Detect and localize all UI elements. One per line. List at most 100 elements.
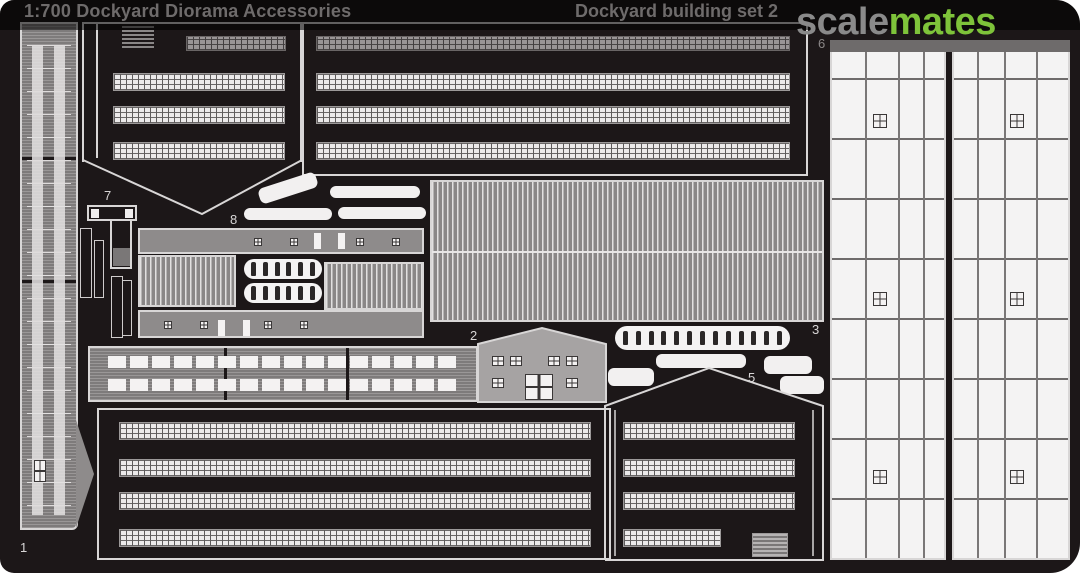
window-row <box>108 379 460 391</box>
window-strip <box>119 529 591 547</box>
part-1-windows <box>27 45 71 515</box>
window <box>264 321 272 329</box>
bar-part <box>338 207 426 219</box>
figure <box>699 331 705 345</box>
window <box>492 356 504 366</box>
window-strip <box>316 106 790 124</box>
window <box>290 238 298 246</box>
figure <box>251 262 257 276</box>
part-number-6: 6 <box>818 36 826 51</box>
product-subtitle: Dockyard building set 2 <box>575 1 779 21</box>
door <box>218 320 225 336</box>
part-2-long-building <box>88 346 478 402</box>
part-7-ladder <box>94 240 104 298</box>
window <box>566 356 578 366</box>
garage-door <box>752 533 788 557</box>
figure <box>286 262 292 276</box>
panel-vent <box>873 292 887 306</box>
figure <box>764 331 770 345</box>
separator <box>346 348 349 400</box>
bar-part <box>780 376 824 394</box>
window <box>254 238 262 246</box>
figures-row <box>244 283 322 303</box>
figure <box>297 286 303 300</box>
part-1-gable <box>76 420 94 528</box>
window-strip <box>119 422 591 440</box>
figure <box>274 286 280 300</box>
figure <box>309 286 315 300</box>
bar-part <box>244 208 332 220</box>
figure <box>712 331 718 345</box>
top-left-frame-v-bottom <box>82 159 303 216</box>
figure <box>648 331 654 345</box>
window <box>548 356 560 366</box>
figure <box>738 331 744 345</box>
bar-part <box>608 368 654 386</box>
door <box>243 320 250 336</box>
window <box>200 321 208 329</box>
window-strip <box>623 492 795 510</box>
window-strip <box>119 492 591 510</box>
window <box>356 238 364 246</box>
figure <box>262 262 268 276</box>
door <box>338 233 345 249</box>
part-7-ladder <box>122 280 132 336</box>
figure <box>751 331 757 345</box>
bar-part <box>330 186 420 198</box>
part-7-crane-base <box>113 248 130 266</box>
panel-vent <box>873 470 887 484</box>
window-strip <box>316 36 790 51</box>
part-8-wall-top <box>138 228 424 254</box>
window <box>566 378 578 388</box>
stair-grille <box>122 26 154 48</box>
figure <box>687 331 693 345</box>
part-number-7: 7 <box>104 188 112 203</box>
part-7-ladder <box>80 228 92 298</box>
figure <box>262 286 268 300</box>
bottom-right-frame-gable <box>604 366 824 561</box>
crane-block <box>125 209 133 218</box>
figures-row <box>244 259 322 279</box>
window-row <box>108 356 460 368</box>
window-strip <box>119 459 591 477</box>
window-strip <box>623 422 795 440</box>
window-strip <box>113 73 285 91</box>
figure <box>251 286 257 300</box>
window-strip <box>113 106 285 124</box>
window <box>510 356 522 366</box>
window-strip <box>623 459 795 477</box>
panel-divider <box>946 40 952 560</box>
door <box>525 374 553 400</box>
header-band <box>0 0 1080 30</box>
watermark-part-2: mates <box>888 1 997 43</box>
part-8-roof-right <box>324 262 424 310</box>
panel-vent <box>1010 114 1024 128</box>
window <box>164 321 172 329</box>
window <box>392 238 400 246</box>
part-1-door-window <box>34 460 46 482</box>
figure <box>725 331 731 345</box>
door <box>314 233 321 249</box>
crane-block <box>91 209 99 218</box>
part-8-roof-left <box>138 255 236 307</box>
watermark-part-1: scale <box>796 1 889 43</box>
figure <box>309 262 315 276</box>
panel-top-band <box>830 40 1070 52</box>
window <box>300 321 308 329</box>
part-number-8: 8 <box>230 212 238 227</box>
figure <box>274 262 280 276</box>
window-strip <box>113 142 285 160</box>
part-number-1: 1 <box>20 540 28 555</box>
figure <box>297 262 303 276</box>
part-8-wall-bottom <box>138 310 424 338</box>
figure <box>661 331 667 345</box>
figure <box>635 331 641 345</box>
roof-seam <box>432 251 822 253</box>
part-number-5: 5 <box>748 370 756 385</box>
scalemates-watermark: scalemates <box>796 2 996 42</box>
part-6-wall-panel-left <box>830 40 946 560</box>
bar-part <box>656 354 746 368</box>
separator <box>224 348 227 400</box>
part-number-2: 2 <box>470 328 478 343</box>
